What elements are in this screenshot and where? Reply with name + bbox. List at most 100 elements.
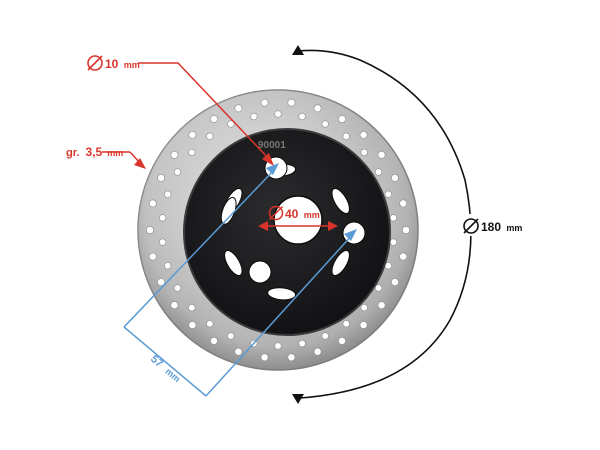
bolt-hole-leader-line <box>138 62 271 161</box>
vent-hole <box>321 332 329 340</box>
vent-hole <box>399 199 408 208</box>
vent-hole <box>342 132 350 140</box>
vent-hole <box>313 347 322 356</box>
vent-hole <box>227 120 235 128</box>
arrowhead-right-icon <box>328 221 338 231</box>
arrowhead-icon <box>262 153 274 166</box>
vent-hole <box>377 150 386 159</box>
vent-hole <box>188 321 197 329</box>
center-hole-edge <box>273 195 323 245</box>
vent-hole <box>146 226 154 234</box>
vent-hole <box>206 320 214 328</box>
vent-hole <box>338 336 346 345</box>
vent-hole <box>250 112 258 121</box>
vent-hole <box>234 347 243 356</box>
vent-hole <box>390 173 399 182</box>
arrowhead-icon <box>134 158 146 169</box>
vent-hole <box>188 304 196 312</box>
vent-hole <box>359 130 368 139</box>
diameter-symbol-icon <box>463 218 479 234</box>
bolt-hole-lower <box>248 260 272 284</box>
thickness-annotation: gr. 3,5 mm <box>66 145 146 169</box>
thickness-label-text: gr. 3,5 mm <box>66 145 123 159</box>
vent-hole <box>260 353 269 362</box>
thickness-prefix: gr. <box>66 147 79 159</box>
arrowhead-bottom-icon <box>292 394 304 404</box>
arrowhead-left-icon <box>258 221 268 231</box>
bolt-hole-label-text: 10 mm <box>105 57 140 71</box>
bolt-hole-unit: mm <box>124 60 140 70</box>
vent-hole <box>389 214 398 222</box>
vent-hole <box>374 284 383 292</box>
vent-hole <box>159 214 167 222</box>
vent-hole <box>234 104 243 113</box>
vent-hole <box>389 238 398 246</box>
bolt-hole-annotation: 10 mm <box>87 55 274 166</box>
center-hole-annotation: 40 mm <box>258 205 338 231</box>
hub-slot <box>224 250 243 276</box>
arrowhead-lower-icon <box>344 229 357 241</box>
hub-slot <box>267 287 297 301</box>
vent-hole <box>148 252 157 261</box>
thickness-unit: mm <box>107 148 123 158</box>
center-hole-unit: mm <box>304 210 320 220</box>
center-hole-label-text: 40 mm <box>285 207 320 221</box>
diameter-symbol-icon <box>87 55 103 71</box>
vent-hole <box>148 199 157 208</box>
outer-diameter-label-text: 180 mm <box>481 220 522 234</box>
bolt-spacing-extension-upper <box>123 167 277 328</box>
outer-diameter-annotation: 180 mm <box>292 45 527 404</box>
bolt-hole-value: 10 <box>105 57 119 71</box>
vent-hole <box>390 278 399 286</box>
vent-hole <box>170 301 179 310</box>
arrowhead-top-icon <box>292 45 304 55</box>
hub-slot <box>331 250 350 276</box>
disc-hub: 90001 <box>183 128 391 336</box>
bolt-spacing-value: 57 <box>148 353 165 370</box>
vent-hole <box>188 130 197 139</box>
bolt-spacing-extension-lower <box>205 232 355 397</box>
vent-hole <box>338 115 346 123</box>
vent-hole <box>342 320 350 328</box>
vent-hole <box>164 262 172 270</box>
hub-rim <box>183 128 391 336</box>
center-hole <box>274 196 322 244</box>
hub-slot <box>220 196 237 225</box>
vent-hole <box>227 332 235 340</box>
center-hole-value: 40 <box>285 207 299 221</box>
vent-hole <box>274 110 282 118</box>
thickness-value: 3,5 <box>86 145 103 159</box>
vent-hole <box>399 252 408 261</box>
diameter-symbol-slash <box>463 218 479 234</box>
bolt-spacing-label-text: 57 mm <box>148 353 183 385</box>
vent-hole <box>159 238 167 246</box>
vent-hole <box>274 342 282 350</box>
vent-hole <box>402 226 410 234</box>
vent-hole <box>206 132 214 140</box>
vent-hole <box>164 190 172 198</box>
vent-hole <box>298 339 306 348</box>
outer-diameter-value: 180 <box>481 220 501 234</box>
hub-marking: 90001 <box>258 140 286 151</box>
vent-hole <box>321 120 329 128</box>
outer-diameter-unit: mm <box>506 223 522 233</box>
vent-hole <box>374 168 383 176</box>
vent-hole <box>287 353 296 362</box>
vent-hole <box>359 321 368 329</box>
arrowhead-upper-icon <box>266 163 279 175</box>
vent-hole <box>384 190 392 198</box>
vent-hole <box>360 304 368 312</box>
diameter-symbol-slash <box>87 55 103 71</box>
vent-hole <box>173 284 182 292</box>
vent-hole <box>157 173 165 182</box>
hub-slot <box>331 188 350 214</box>
vent-hole <box>188 148 196 156</box>
bolt-spacing-dimension-line <box>123 326 207 397</box>
diameter-symbol-icon <box>268 205 284 221</box>
vent-hole <box>287 98 296 107</box>
diameter-symbol-slash <box>268 205 284 221</box>
vent-hole <box>170 150 179 159</box>
vent-hole <box>298 112 306 121</box>
